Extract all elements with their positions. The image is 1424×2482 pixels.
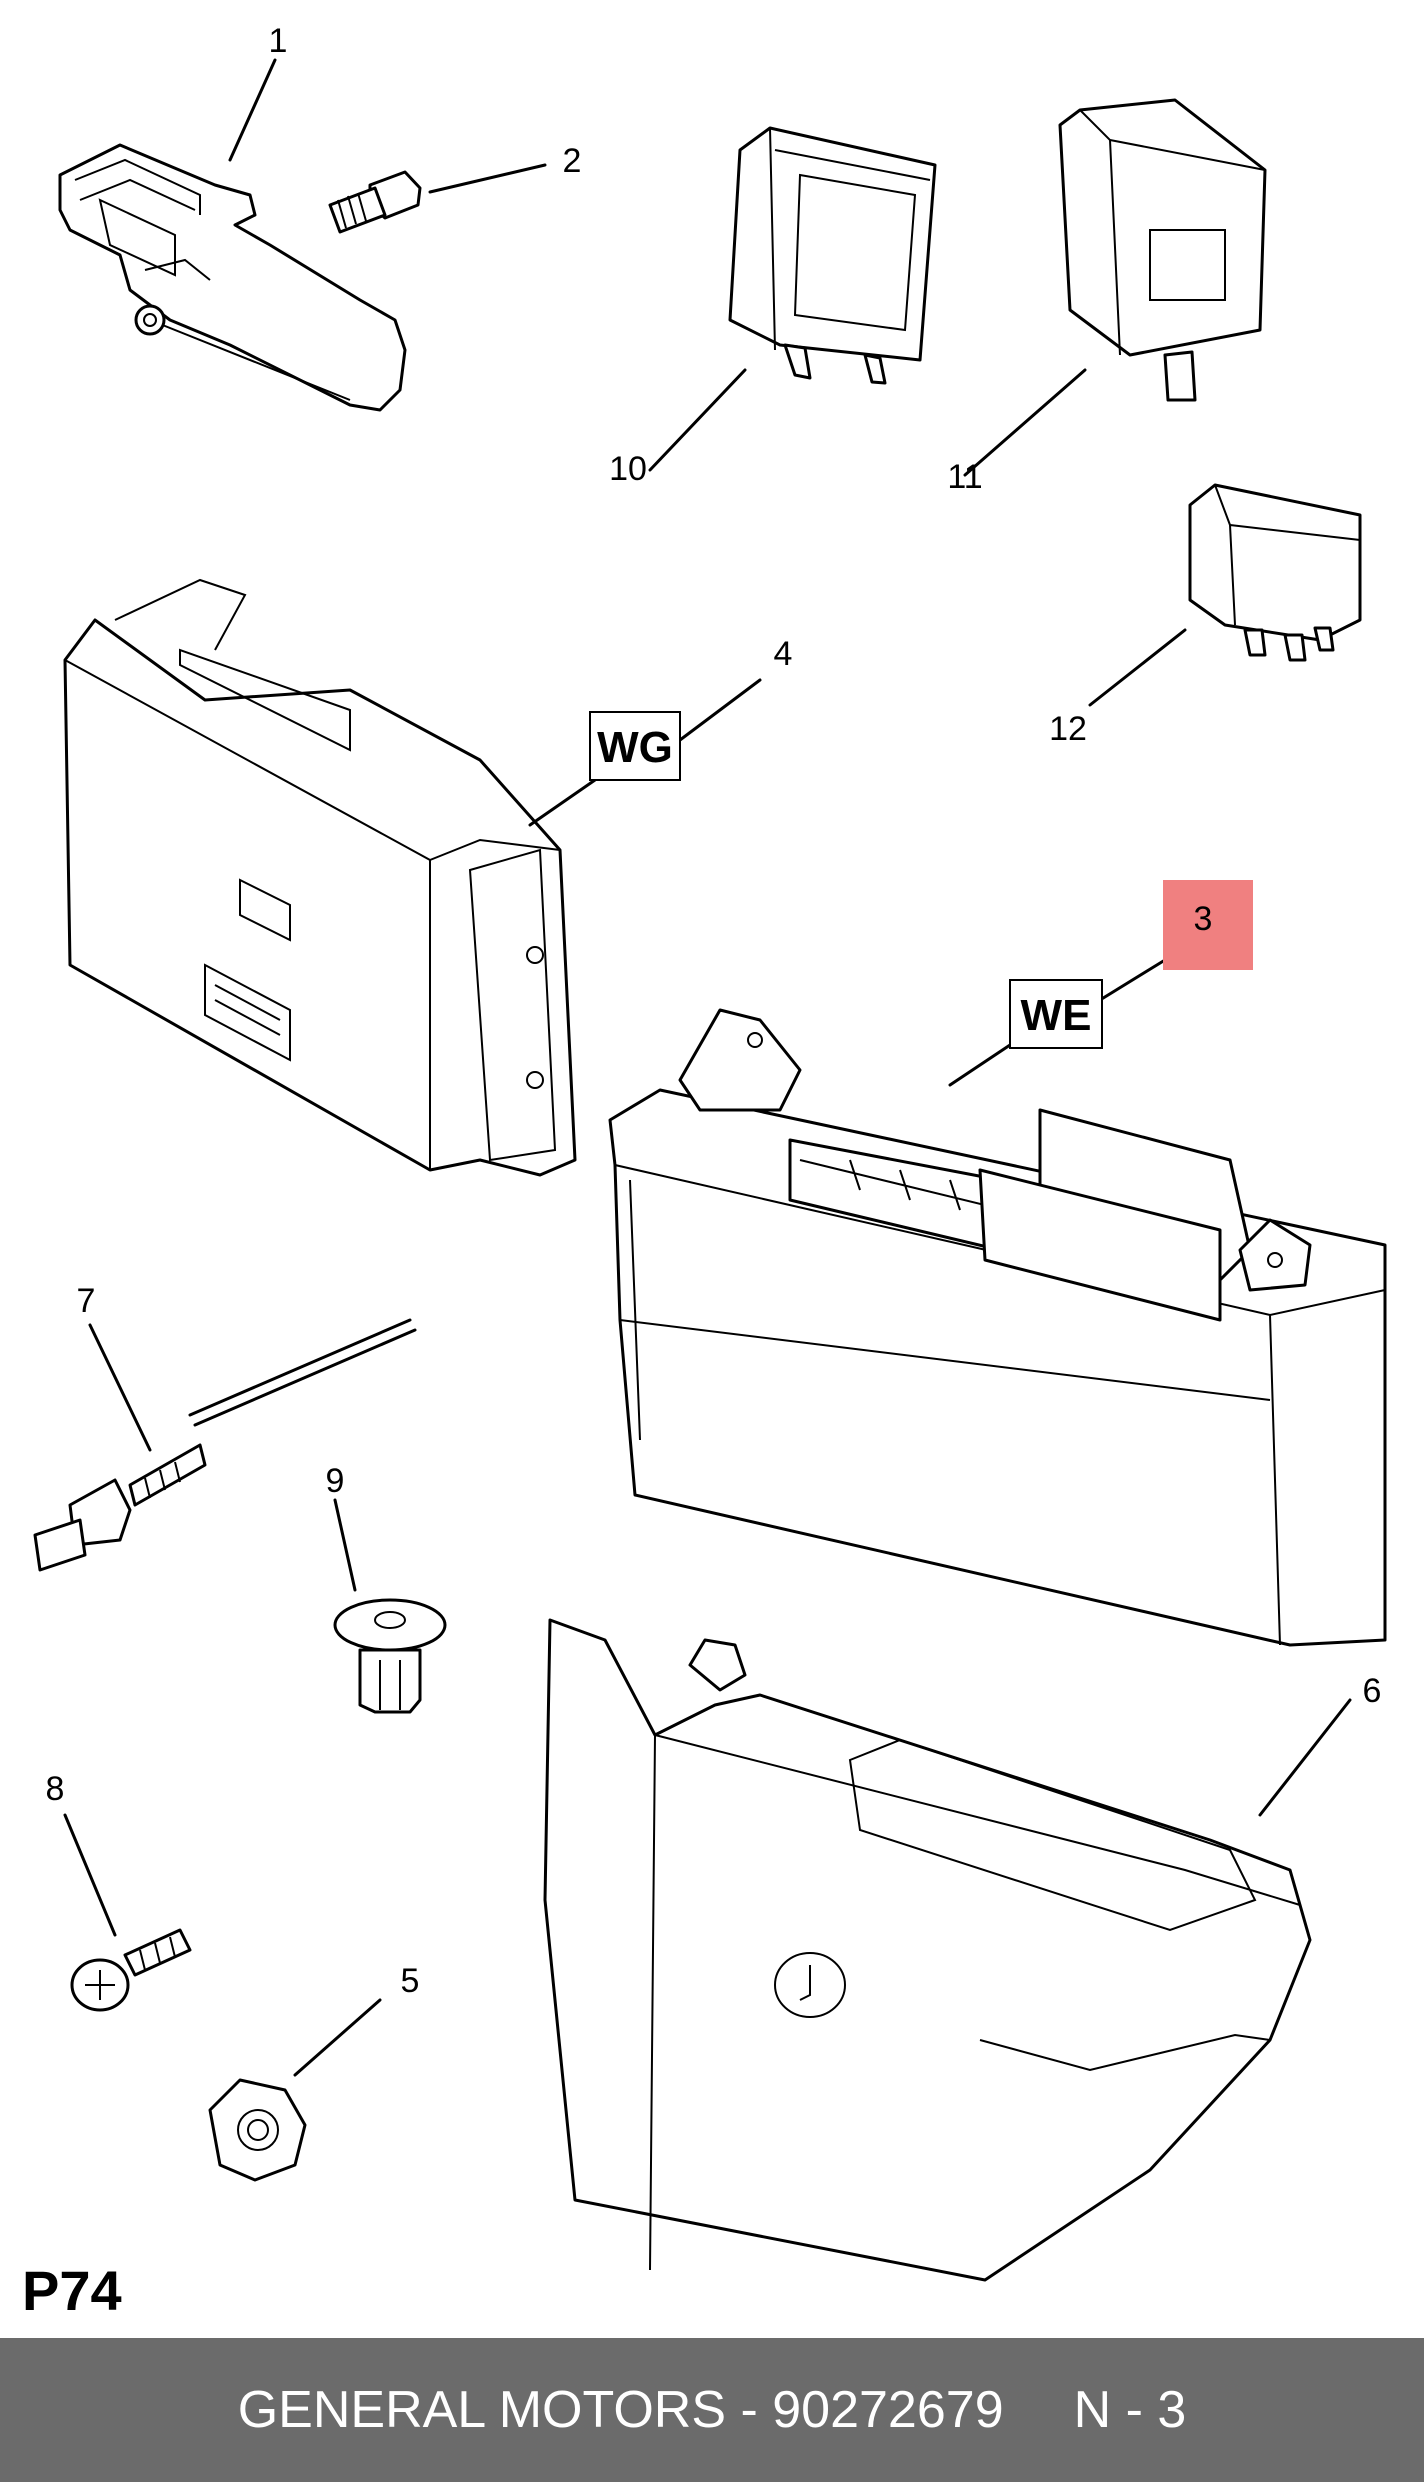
footer-brand: GENERAL MOTORS (237, 2381, 727, 2439)
footer-bar: GENERAL MOTORS - 90272679 N - 3 (0, 2338, 1424, 2482)
callout-8-9-placeholder: 9 (326, 1462, 345, 1500)
callout-2: 2 (563, 142, 582, 180)
callout-10: 10 (609, 450, 647, 488)
part-8-screw (70, 1928, 192, 2012)
footer-page: N - 3 (1073, 2381, 1187, 2439)
leader-lines (63, 58, 1352, 2077)
part-6-cover (543, 1618, 1312, 2282)
footer-part-number: 90272679 (772, 2381, 1004, 2439)
part-3-control-unit (608, 1008, 1387, 1647)
footer-space-1 (726, 2380, 740, 2440)
variant-label-we-text: WE (1021, 991, 1092, 1040)
part-5-nut (208, 2078, 307, 2182)
part-12-relay (1188, 483, 1362, 662)
part-7-pin (33, 1318, 417, 1572)
callout-8: 8 (46, 1770, 65, 1808)
callout-3-highlight (1163, 880, 1253, 970)
callout-4: 4 (774, 635, 793, 673)
part-11-relay (1058, 98, 1267, 402)
callout-1: 1 (269, 22, 288, 60)
callout-12: 12 (1049, 710, 1087, 748)
callout-11: 11 (947, 458, 982, 496)
callout-7: 7 (77, 1282, 96, 1320)
callout-3: 3 (1194, 900, 1213, 938)
variant-label-we: WE (1009, 979, 1103, 1049)
variant-label-wg: WG (589, 711, 681, 781)
part-1-bracket (58, 143, 407, 412)
variant-label-wg-text: WG (597, 723, 673, 772)
footer-space-2 (758, 2380, 772, 2440)
callout-5: 5 (401, 1962, 420, 2000)
part-4-control-unit (63, 578, 577, 1177)
sheet-id: P74 (22, 2259, 122, 2322)
part-10-relay (728, 126, 937, 385)
part-9-clip (333, 1598, 447, 1714)
callout-6: 6 (1363, 1672, 1382, 1710)
footer-separator: - (740, 2381, 758, 2439)
exploded-parts-diagram: WG WE 1 2 3 4 5 6 7 9 8 10 11 12 (33, 22, 1387, 2282)
part-2-bolt (328, 170, 422, 234)
